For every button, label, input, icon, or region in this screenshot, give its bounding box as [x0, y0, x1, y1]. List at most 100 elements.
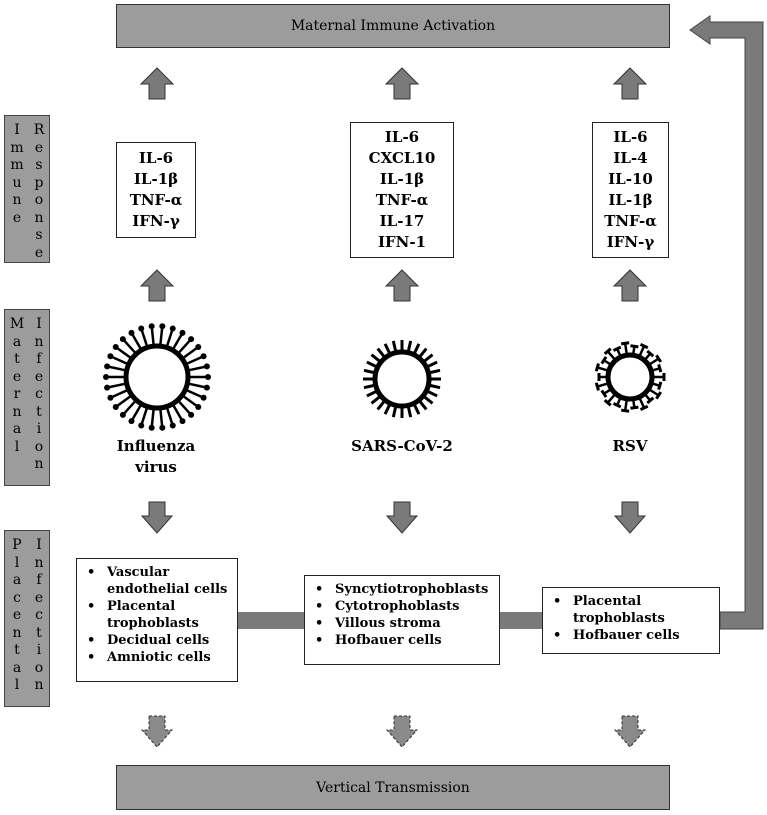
virus-spike-knob — [128, 329, 135, 336]
side-label-letter: m — [10, 157, 24, 173]
pathogen-name-line1: RSV — [612, 437, 648, 455]
pathogen-name-rsv: RSV — [590, 436, 670, 457]
virus-spike-cap — [600, 356, 608, 365]
cytokine-item: IFN-1 — [377, 233, 427, 251]
side-label-letter: i — [36, 421, 42, 437]
virus-spike-cap — [655, 354, 663, 363]
virus-spike-cap — [655, 391, 663, 400]
cytokine-item: IL-1β — [608, 191, 653, 209]
up-arrow-icon — [139, 269, 175, 302]
side-label-letter: t — [14, 351, 20, 367]
side-label-letter: s — [35, 157, 43, 173]
virus-spike — [106, 365, 127, 372]
virus-spike-cap — [600, 389, 608, 398]
banner-top-label: Maternal Immune Activation — [290, 18, 496, 34]
side-label-letter: a — [12, 333, 22, 350]
virus-spike — [140, 406, 149, 426]
virus-spike — [176, 399, 193, 416]
virus-spike-knob — [107, 394, 114, 401]
pathogen-name-line1: Influenza — [116, 437, 196, 455]
pathogen-name-sars-cov-2: SARS-CoV-2 — [332, 436, 472, 457]
side-label-letter: e — [12, 209, 22, 226]
placental-cell-item: Hofbauer cells — [551, 627, 713, 644]
rsv-virus-icon — [594, 341, 666, 413]
virus-spike-cap — [657, 381, 663, 390]
cytokine-item: IL-17 — [379, 212, 425, 230]
virus-spike — [165, 406, 174, 426]
side-label-letter: n — [12, 403, 22, 420]
side-label-letter: e — [12, 607, 22, 623]
cytokine-item: TNF-α — [129, 191, 183, 209]
side-label-letter: c — [35, 607, 43, 623]
pathogen-name-influenza: Influenza virus — [96, 436, 216, 478]
virus-spike — [121, 338, 138, 355]
side-label-letter: n — [34, 677, 44, 693]
cytokine-item: IFN-γ — [132, 212, 180, 230]
virus-spike — [171, 332, 184, 351]
virus-spike-cap — [594, 363, 600, 372]
virus-spike — [165, 328, 174, 348]
virus-spike-knob — [138, 422, 145, 429]
virus-spike-cap — [620, 408, 630, 413]
down-arrow-icon — [140, 501, 174, 534]
up-arrow-icon — [612, 67, 648, 100]
cytokine-item: IL-10 — [608, 170, 653, 188]
virus-spike-knob — [104, 384, 111, 391]
virus-spike — [130, 403, 143, 422]
virus-spike-knob — [205, 374, 211, 380]
placental-cell-item: Vascular endothelial cells — [85, 564, 231, 598]
virus-spike — [184, 355, 205, 366]
virus-spike-cap — [630, 405, 639, 410]
virus-spike-knob — [195, 403, 202, 410]
virus-spike-cap — [620, 341, 630, 346]
virus-body — [123, 343, 191, 411]
side-label-letter: I — [14, 122, 20, 138]
virus-spike-knob — [128, 418, 135, 425]
placental-cell-list: Placental trophoblastsHofbauer cells — [551, 593, 713, 644]
up-arrow-icon — [612, 269, 648, 302]
side-label-letter: n — [34, 333, 44, 350]
placental-cell-list: Vascular endothelial cellsPlacental trop… — [85, 564, 231, 666]
cytokine-item: CXCL10 — [368, 149, 436, 167]
cytokine-item: IL-1β — [133, 170, 179, 188]
virus-spike-knob — [200, 394, 207, 401]
virus-spike-cap — [657, 364, 663, 373]
maternal-immune-activation-banner: Maternal Immune Activation — [116, 4, 670, 48]
placental-box-influenza: Vascular endothelial cellsPlacental trop… — [76, 558, 238, 682]
virus-spike-knob — [112, 344, 119, 351]
virus-spike-cap — [639, 343, 649, 350]
side-label-letter: o — [34, 438, 44, 455]
virus-spike-cap — [603, 347, 612, 356]
virus-spike-knob — [148, 323, 155, 330]
virus-spike-knob — [119, 336, 126, 343]
virus-spike-cap — [603, 398, 612, 407]
side-label-letter: l — [14, 438, 20, 455]
placental-cell-item: Hofbauer cells — [313, 632, 493, 649]
side-label-letter: m — [10, 139, 24, 156]
side-label-letter: n — [34, 554, 44, 571]
virus-spike — [184, 388, 205, 399]
placental-box-rsv: Placental trophoblastsHofbauer cells — [542, 587, 720, 654]
placental-cell-item: Amniotic cells — [85, 649, 231, 666]
virus-spike-knob — [148, 424, 155, 431]
down-arrow-icon — [385, 501, 419, 534]
virus-spike — [150, 326, 156, 347]
virus-spike-knob — [169, 325, 176, 332]
virus-spike — [158, 407, 164, 428]
side-label-letter: o — [34, 659, 44, 676]
virus-spike-cap — [612, 345, 622, 352]
up-arrow-icon — [384, 269, 420, 302]
virus-spike-knob — [203, 363, 210, 370]
virus-spike-knob — [195, 344, 202, 351]
cytokine-item: IL-4 — [613, 149, 648, 167]
cytokine-item: TNF-α — [604, 212, 657, 230]
side-label-letter: c — [13, 589, 21, 606]
